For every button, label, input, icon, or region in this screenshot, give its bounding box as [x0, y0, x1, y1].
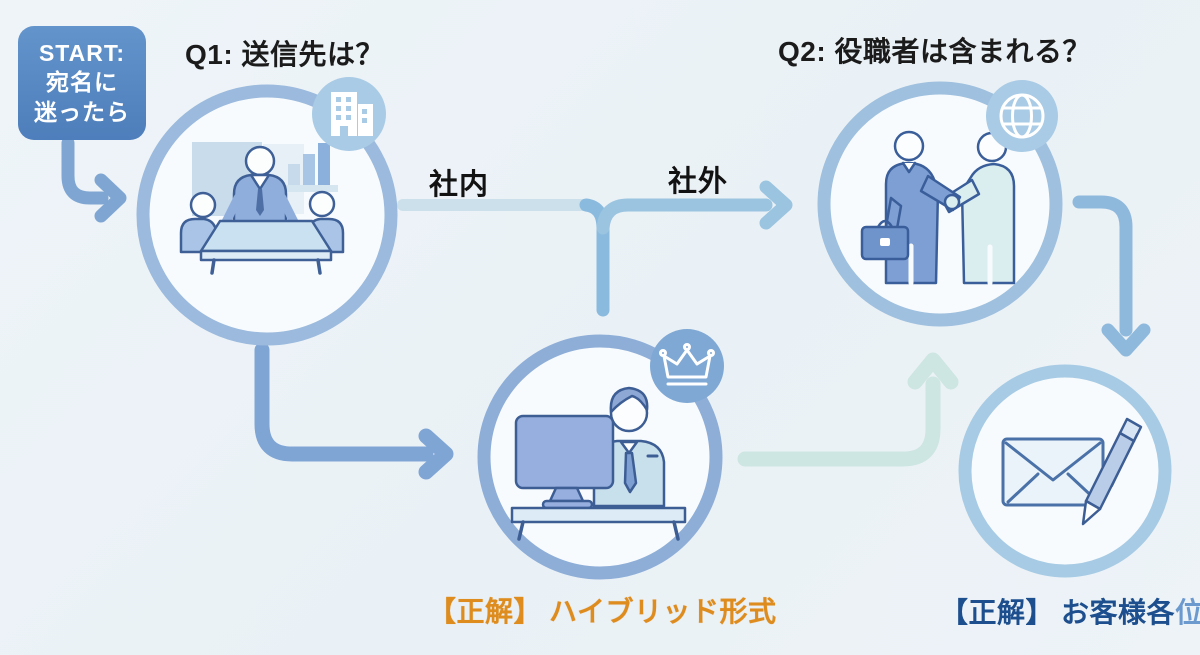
- answer-hybrid-prefix: 【正解】: [428, 596, 543, 627]
- arrow-start-to-q1: [61, 136, 127, 223]
- branch-internal-label: 社内: [429, 169, 490, 201]
- branch-line-internal-external: [397, 180, 793, 317]
- arrow-q1-to-center: [254, 342, 454, 480]
- answer-customers-prefix: 【正解】: [940, 597, 1055, 628]
- arrowhead-right-icon: [759, 180, 793, 230]
- answer-hybrid-label: 【正解】ハイブリッド形式: [428, 590, 777, 630]
- globe-badge: [986, 80, 1058, 152]
- crown-icon: [659, 343, 715, 386]
- arrow-center-to-q2: [737, 352, 959, 467]
- building-icon: [331, 92, 373, 136]
- branch-external-label: 社外: [668, 166, 729, 198]
- answer-customers-tail: 位: [1175, 597, 1200, 628]
- answer-customers-text: お客様各: [1061, 597, 1176, 628]
- start-line-2: 宛名に: [46, 69, 118, 96]
- start-line-3: 迷ったら: [34, 98, 130, 125]
- arrowhead-right-icon: [418, 428, 454, 480]
- globe-icon: [999, 93, 1045, 139]
- person-at-computer-illustration: [510, 386, 687, 541]
- start-box: START: 宛名に 迷ったら: [18, 26, 146, 140]
- office-meeting-illustration: [179, 142, 345, 275]
- answer-hybrid-text: ハイブリッド形式: [549, 596, 777, 627]
- arrowhead-down-icon: [1101, 323, 1151, 357]
- question-2-label: Q2: 役職者は含まれる？: [778, 36, 1091, 67]
- arrowhead-right-icon: [94, 173, 127, 223]
- building-badge: [312, 77, 386, 151]
- business-handshake-illustration: [860, 130, 1016, 286]
- start-line-1: START:: [38, 39, 126, 66]
- crown-badge: [650, 329, 724, 403]
- arrowhead-up-icon: [907, 352, 959, 390]
- arrow-q2-to-mail: [1072, 195, 1151, 357]
- answer-customers-label: 【正解】お客様各位: [940, 591, 1200, 631]
- envelope-pen-illustration: [1001, 417, 1143, 526]
- question-1-label: Q1: 送信先は？: [185, 39, 384, 70]
